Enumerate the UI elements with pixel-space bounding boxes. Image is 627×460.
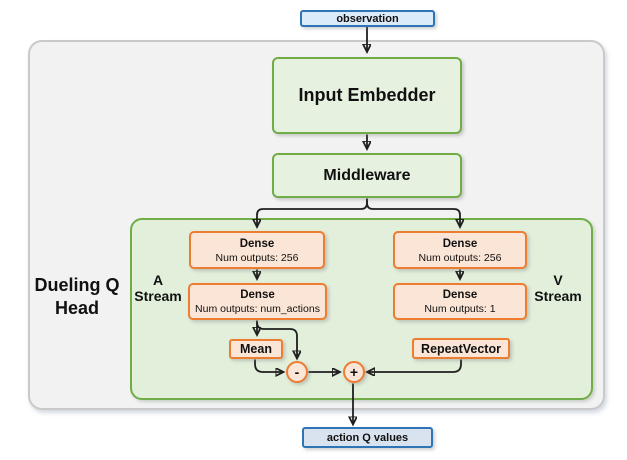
dense-a1-num-outputs: Num outputs: 256 xyxy=(215,251,299,264)
add-operator-node: + xyxy=(343,361,365,383)
mean-node: Mean xyxy=(229,339,283,359)
dense-a1-node: Dense Num outputs: 256 xyxy=(189,231,325,269)
dueling-q-head-label-line1: Dueling Q xyxy=(34,275,120,295)
dense-v2-num-outputs: Num outputs: 1 xyxy=(424,303,496,315)
dense-a2-node: Dense Num outputs: num_actions xyxy=(188,283,327,320)
v-stream-label: V Stream xyxy=(534,272,582,304)
dense-v2-node: Dense Num outputs: 1 xyxy=(393,283,527,320)
middleware-node: Middleware xyxy=(272,153,462,198)
dense-v1-title: Dense xyxy=(442,237,478,250)
dense-v2-title: Dense xyxy=(442,289,478,301)
dense-v1-num-outputs: Num outputs: 256 xyxy=(418,251,502,264)
dense-a2-num-outputs: Num outputs: num_actions xyxy=(195,303,320,315)
dueling-q-head-label: Dueling Q Head xyxy=(18,274,136,320)
repeat-vector-node: RepeatVector xyxy=(412,338,510,359)
a-stream-label: A Stream xyxy=(134,272,182,304)
dense-a1-title: Dense xyxy=(239,237,275,250)
input-embedder-node: Input Embedder xyxy=(272,57,462,134)
observation-node: observation xyxy=(300,10,435,27)
dueling-q-head-label-line2: Head xyxy=(54,298,99,318)
dense-a2-title: Dense xyxy=(240,289,275,301)
dense-v1-node: Dense Num outputs: 256 xyxy=(393,231,527,269)
subtract-operator-node: - xyxy=(286,361,308,383)
action-q-values-node: action Q values xyxy=(302,427,433,448)
